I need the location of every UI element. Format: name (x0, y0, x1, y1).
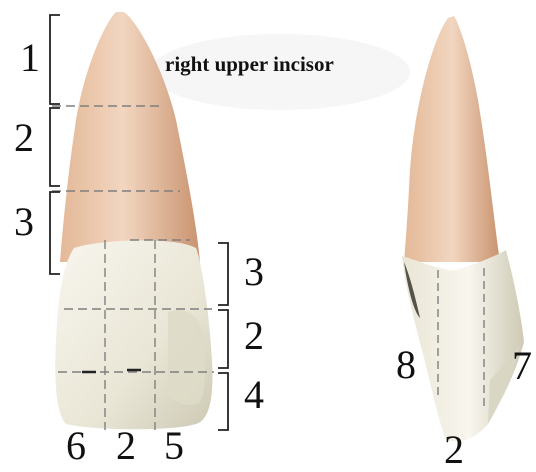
crown-col-label-2: 2 (116, 426, 136, 466)
root-zone-label-1: 1 (20, 38, 40, 78)
proximal-label-left: 8 (396, 345, 416, 385)
bracket-crown-3 (218, 243, 228, 305)
proximal-root (404, 16, 500, 262)
crown-zone-label-4: 4 (244, 375, 264, 415)
bracket-zone-3 (50, 192, 60, 274)
root-zone-brackets (50, 15, 60, 274)
bracket-zone-2 (50, 108, 60, 186)
proximal-label-bottom: 2 (444, 430, 464, 470)
bracket-crown-4 (218, 373, 228, 430)
crown-zone-brackets (218, 243, 228, 430)
bracket-crown-2 (218, 310, 228, 368)
proximal-view-tooth (402, 16, 524, 441)
proximal-label-right: 7 (512, 346, 532, 386)
bracket-zone-1 (50, 15, 60, 104)
crown-zone-label-3: 3 (244, 252, 264, 292)
crown-col-label-6: 6 (66, 426, 86, 466)
crown-zone-label-2: 2 (244, 316, 264, 356)
proximal-crown (402, 250, 524, 441)
root-zone-label-2: 2 (14, 118, 34, 158)
labial-crown-shadow (168, 310, 205, 405)
root-zone-label-3: 3 (14, 202, 34, 242)
crown-col-label-5: 5 (164, 426, 184, 466)
diagram-title: right upper incisor (165, 52, 334, 77)
